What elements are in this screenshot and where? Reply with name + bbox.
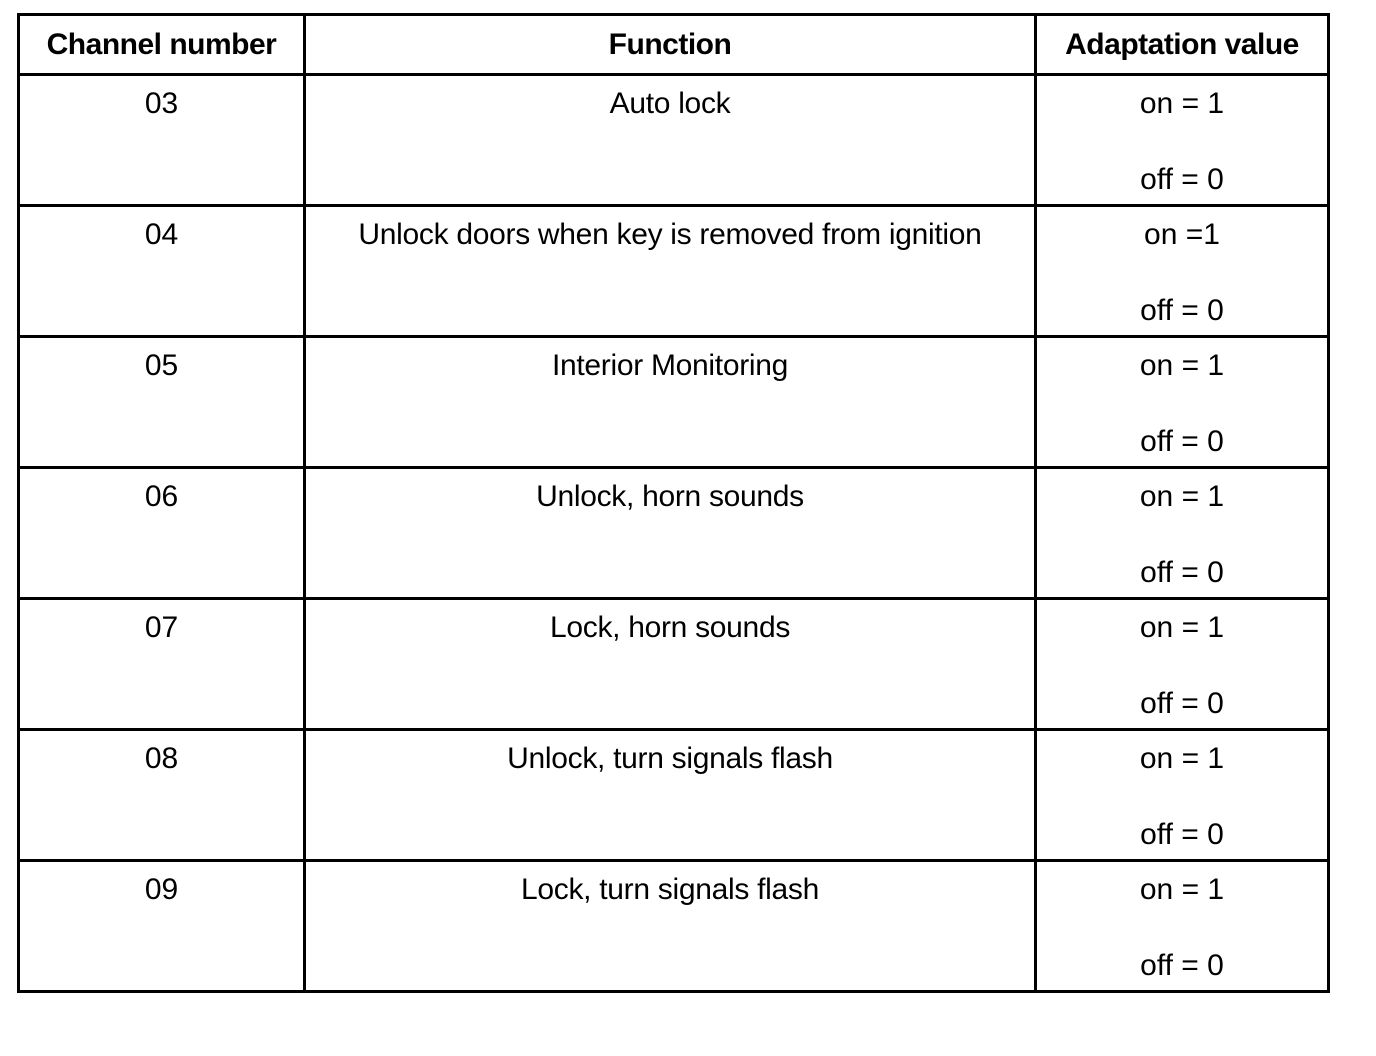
value-cell: on = 1 off = 0 [1034, 597, 1330, 731]
value-cell: on = 1 off = 0 [1034, 73, 1330, 207]
value-off: off = 0 [1140, 949, 1224, 982]
value-off: off = 0 [1140, 294, 1224, 327]
value-off: off = 0 [1140, 556, 1224, 589]
function-label: Lock, horn sounds [549, 611, 791, 644]
channel-cell: 03 [17, 73, 306, 207]
function-label: Unlock, horn sounds [536, 480, 804, 513]
header-function: Function [303, 13, 1037, 76]
channel-number: 04 [144, 218, 179, 251]
channel-number: 07 [144, 611, 179, 644]
value-on: on = 1 [1139, 873, 1225, 906]
header-channel-number: Channel number [17, 13, 306, 76]
header-adaptation-value: Adaptation value [1034, 13, 1330, 76]
channel-number: 06 [144, 480, 179, 513]
table-row: 09 Lock, turn signals flash on = 1 off = … [17, 859, 1330, 993]
table-header-row: Channel number Function Adaptation value [17, 13, 1330, 76]
value-cell: on = 1 off = 0 [1034, 728, 1330, 862]
channel-number: 09 [144, 873, 179, 906]
table-row: 06 Unlock, horn sounds on = 1 off = 0 [17, 466, 1330, 600]
function-cell: Interior Monitoring [303, 335, 1037, 469]
channel-number: 05 [144, 349, 179, 382]
function-cell: Unlock, turn signals flash [303, 728, 1037, 862]
value-on: on =1 [1144, 218, 1220, 251]
function-cell: Lock, turn signals flash [303, 859, 1037, 993]
channel-cell: 08 [17, 728, 306, 862]
value-off: off = 0 [1140, 425, 1224, 458]
channel-cell: 07 [17, 597, 306, 731]
value-on: on = 1 [1139, 480, 1225, 513]
table-row: 04 Unlock doors when key is removed from… [17, 204, 1330, 338]
channel-cell: 04 [17, 204, 306, 338]
value-off: off = 0 [1140, 818, 1224, 851]
function-label: Interior Monitoring [551, 349, 789, 382]
value-off: off = 0 [1140, 687, 1224, 720]
function-label: Lock, turn signals flash [521, 873, 819, 906]
adaptation-table: Channel number Function Adaptation value… [17, 13, 1330, 993]
function-label: Auto lock [609, 87, 731, 120]
table-row: 03 Auto lock on = 1 off = 0 [17, 73, 1330, 207]
table-row: 08 Unlock, turn signals flash on = 1 off … [17, 728, 1330, 862]
value-cell: on =1 off = 0 [1034, 204, 1330, 338]
table-row: 05 Interior Monitoring on = 1 off = 0 [17, 335, 1330, 469]
function-cell: Lock, horn sounds [303, 597, 1037, 731]
value-off: off = 0 [1140, 163, 1224, 196]
value-cell: on = 1 off = 0 [1034, 859, 1330, 993]
function-cell: Auto lock [303, 73, 1037, 207]
value-on: on = 1 [1139, 742, 1225, 775]
channel-number: 03 [144, 87, 179, 120]
table-row: 07 Lock, horn sounds on = 1 off = 0 [17, 597, 1330, 731]
function-cell: Unlock doors when key is removed from ig… [303, 204, 1037, 338]
function-label: Unlock, turn signals flash [507, 742, 833, 775]
value-cell: on = 1 off = 0 [1034, 335, 1330, 469]
channel-cell: 09 [17, 859, 306, 993]
value-cell: on = 1 off = 0 [1034, 466, 1330, 600]
value-on: on = 1 [1139, 87, 1225, 120]
channel-cell: 05 [17, 335, 306, 469]
value-on: on = 1 [1139, 611, 1225, 644]
channel-cell: 06 [17, 466, 306, 600]
function-label: Unlock doors when key is removed from ig… [358, 218, 982, 251]
channel-number: 08 [144, 742, 179, 775]
function-cell: Unlock, horn sounds [303, 466, 1037, 600]
value-on: on = 1 [1139, 349, 1225, 382]
